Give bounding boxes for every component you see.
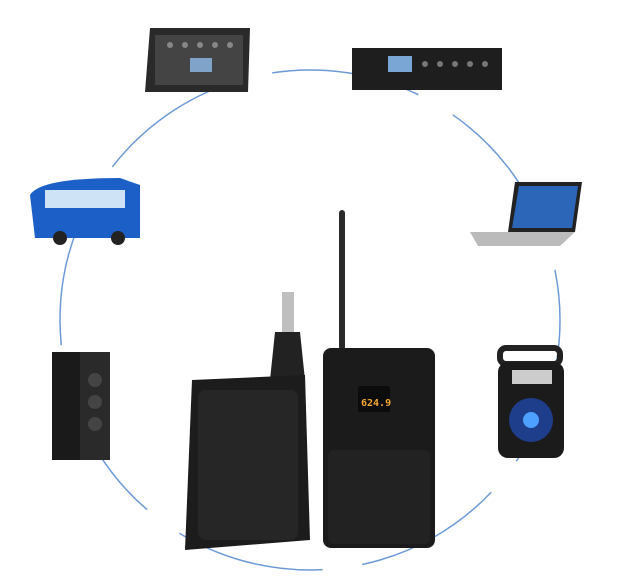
receiver-unit — [185, 292, 310, 550]
bodypack-transmitter: 624.9 — [323, 210, 435, 548]
portable-speaker — [497, 345, 564, 458]
connection-ring — [59, 69, 561, 571]
mixer-console — [145, 28, 250, 92]
frequency-display — [358, 386, 390, 412]
laptop — [470, 182, 582, 246]
tower-speakers — [52, 352, 110, 460]
frequency-readout: 624.9 — [361, 398, 391, 409]
bus — [30, 178, 140, 245]
amplifier-rack — [352, 48, 502, 90]
